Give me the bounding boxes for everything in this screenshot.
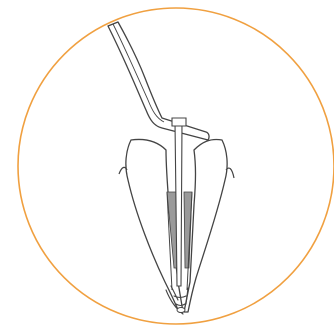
- instrument-handle: [108, 22, 209, 140]
- apex-tip: [177, 308, 185, 313]
- instrument-collar: [172, 118, 186, 126]
